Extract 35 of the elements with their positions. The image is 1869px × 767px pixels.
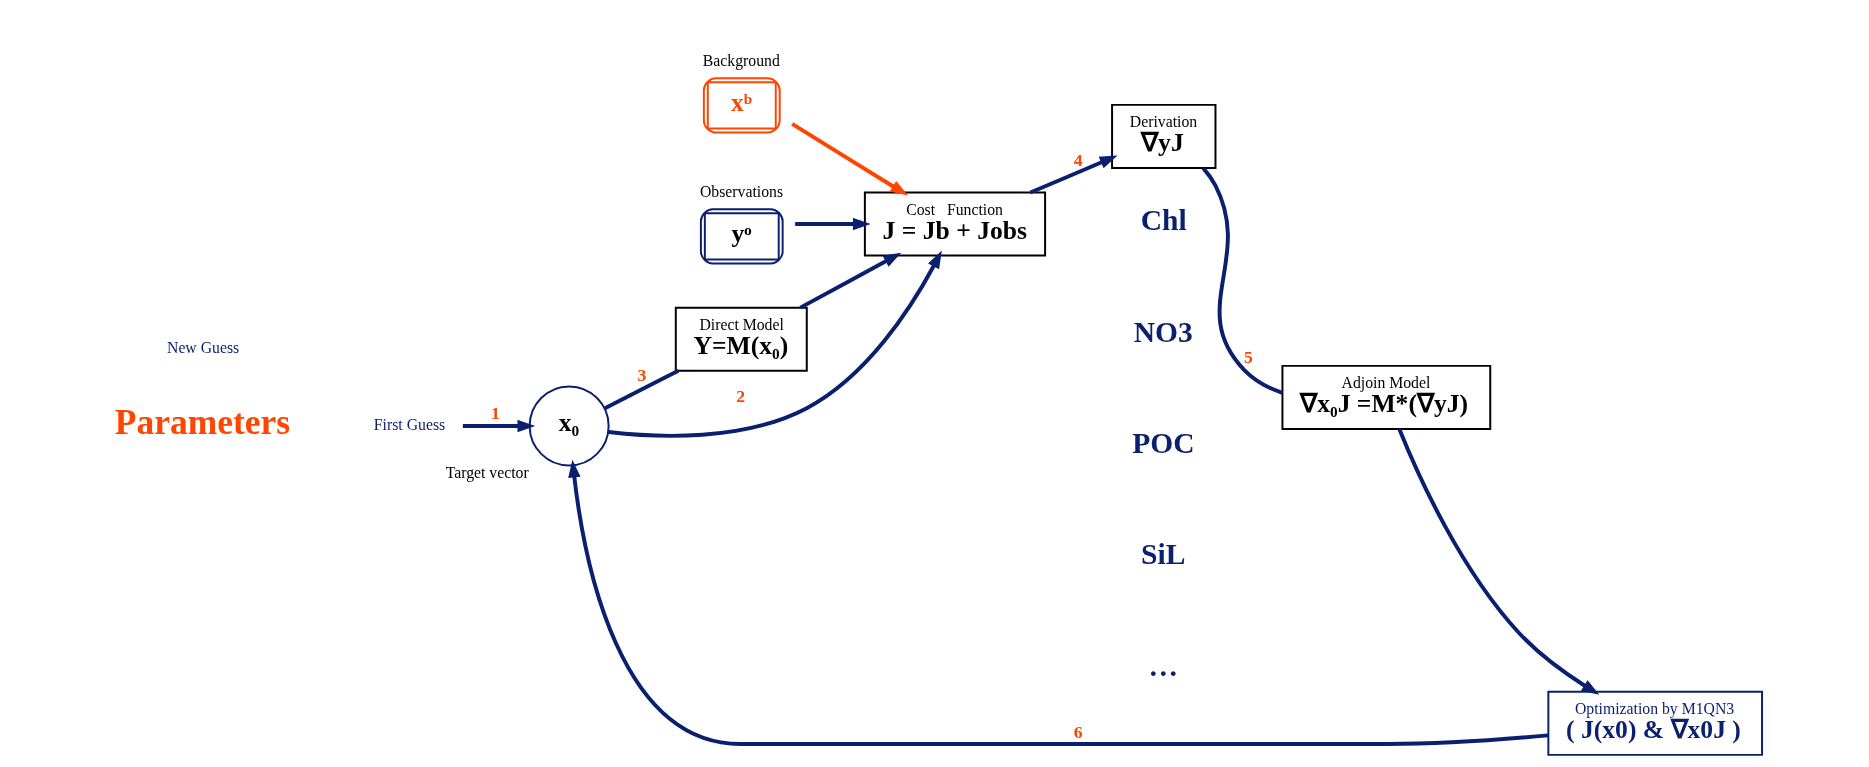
node-circle: x₀ xyxy=(528,385,610,467)
node-box: Cost Function J = Jb + Jobs xyxy=(863,191,1047,257)
label: … xyxy=(1148,649,1179,682)
label: Parameters xyxy=(114,401,290,442)
node-text: First Guess xyxy=(373,415,446,433)
label: SiL xyxy=(1141,538,1186,571)
node-box: Optimization by M1QN3 ( J(x0) & ∇x0J ) xyxy=(1547,690,1764,756)
edge-label: 4 xyxy=(1073,150,1083,171)
connector xyxy=(1201,166,1283,395)
node-label: Observations xyxy=(699,183,784,201)
label: NO3 xyxy=(1133,315,1193,348)
node-box: yᵒ xyxy=(699,208,784,265)
arrow xyxy=(795,217,871,231)
node-box: xᵇ xyxy=(702,77,781,134)
label: POC xyxy=(1132,427,1195,460)
node-box: Direct Model Y=M(x₀) xyxy=(674,306,808,372)
arrow xyxy=(568,459,1549,746)
arrow xyxy=(1397,428,1600,695)
node-box: Derivation ∇yJ xyxy=(1111,103,1217,169)
arrow xyxy=(791,122,909,196)
edge-label: 6 xyxy=(1073,721,1083,742)
edge-label: 1 xyxy=(491,403,500,424)
edge-label: 5 xyxy=(1244,347,1253,368)
label: New Guess xyxy=(167,338,240,356)
node-label: Background xyxy=(702,52,780,70)
edge-label: 3 xyxy=(637,365,647,386)
arrow xyxy=(608,250,942,438)
label: Chl xyxy=(1140,204,1187,237)
arrow xyxy=(462,419,536,433)
arrow xyxy=(799,252,902,310)
arrow xyxy=(1029,155,1118,195)
node-box: Adjoin Model ∇x₀J =M*(∇yJ) xyxy=(1281,364,1492,430)
connector xyxy=(604,369,680,410)
node-label: Target vector xyxy=(445,464,529,482)
edge-label: 2 xyxy=(736,385,746,406)
